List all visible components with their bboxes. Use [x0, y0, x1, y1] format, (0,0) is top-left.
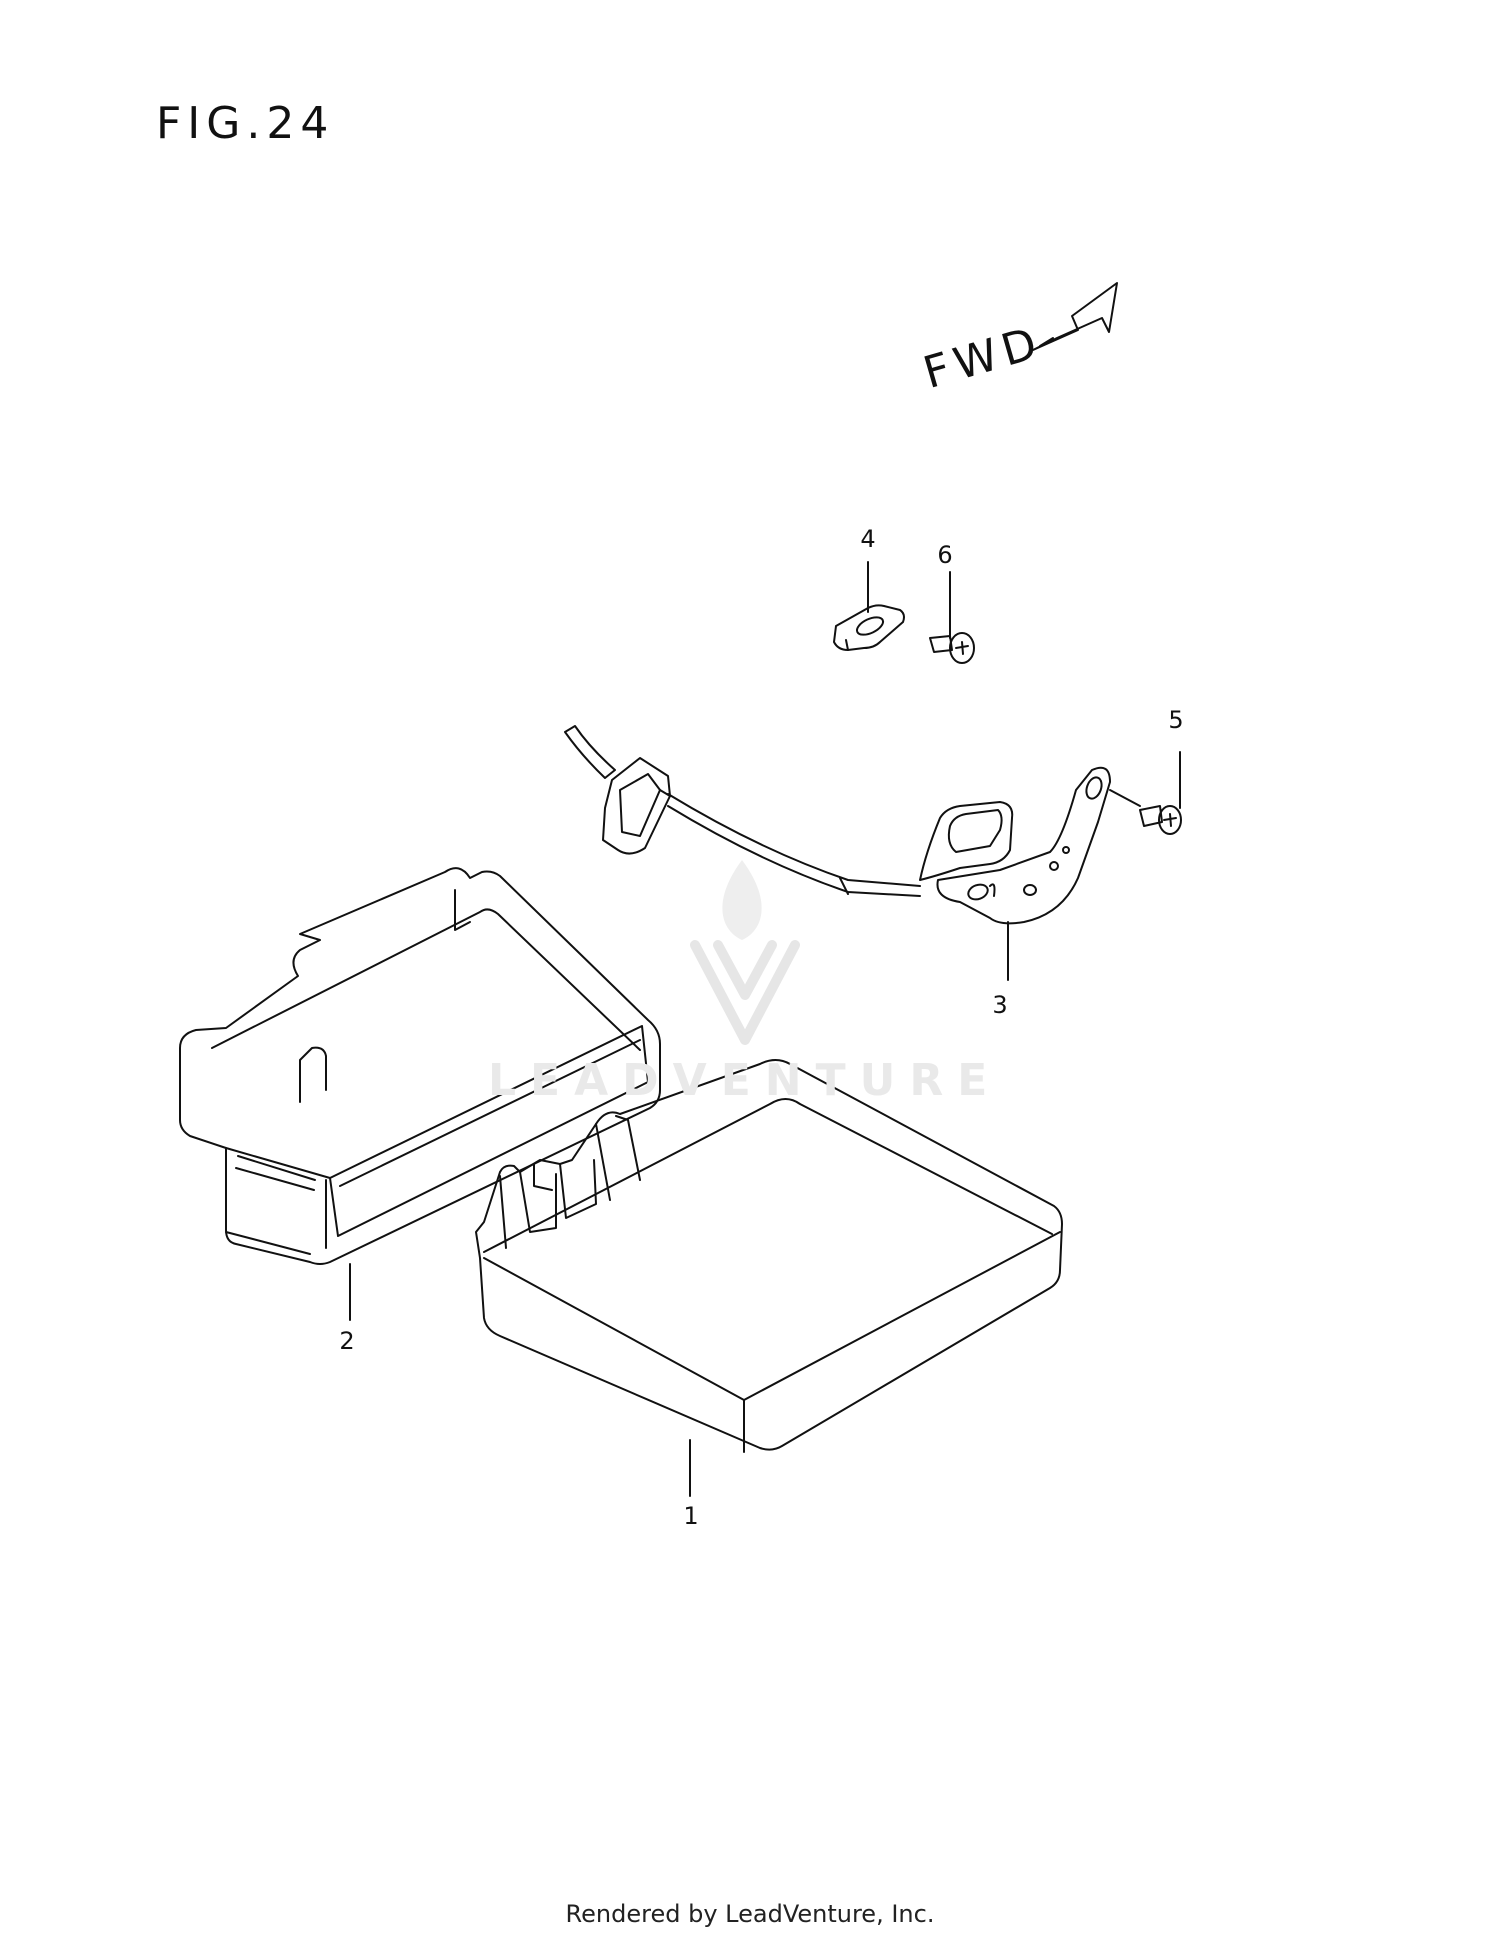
part-3-sensor-harness: [564, 725, 1111, 925]
callout-6: 6: [937, 541, 953, 569]
callout-3: 3: [992, 991, 1008, 1019]
callout-2: 2: [339, 1327, 355, 1355]
callout-4: 4: [860, 525, 876, 553]
part-2-case: [179, 867, 661, 1265]
part-5-screw: [1109, 789, 1182, 835]
part-1-control-unit: [475, 1059, 1063, 1453]
forward-arrow-icon: [1032, 282, 1118, 351]
figure-title: FIG.24: [156, 98, 335, 149]
part-4-plate: [833, 604, 905, 651]
watermark-brand: LEADVENTURE: [488, 1055, 1002, 1106]
callout-1: 1: [683, 1502, 699, 1530]
footer-credit: Rendered by LeadVenture, Inc.: [565, 1900, 935, 1928]
part-6-screw: [929, 632, 975, 664]
watermark-logo: [690, 860, 800, 1045]
callout-5: 5: [1168, 706, 1184, 734]
